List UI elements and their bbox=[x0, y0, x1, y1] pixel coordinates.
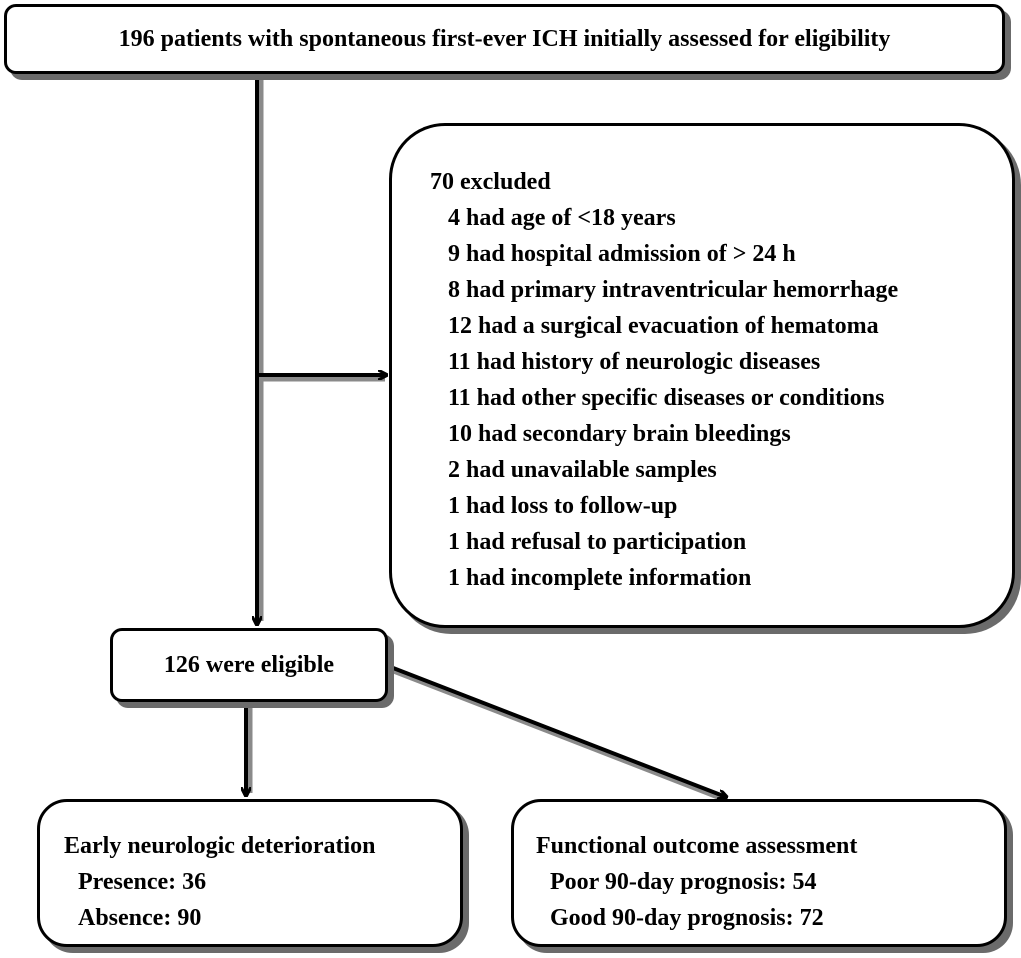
excluded-item: 11 had other specific diseases or condit… bbox=[448, 385, 885, 411]
excluded-item: 1 had refusal to participation bbox=[448, 529, 747, 555]
excluded-header: 70 excluded bbox=[430, 169, 551, 195]
excluded-item: 9 had hospital admission of > 24 h bbox=[448, 241, 796, 267]
excluded-item: 4 had age of <18 years bbox=[448, 205, 676, 231]
end-header: Early neurologic deterioration bbox=[64, 833, 376, 859]
outcome-box: Functional outcome assessment Poor 90-da… bbox=[511, 799, 1007, 947]
excluded-item: 11 had history of neurologic diseases bbox=[448, 349, 821, 375]
excluded-item: 2 had unavailable samples bbox=[448, 457, 717, 483]
excluded-item: 12 had a surgical evacuation of hematoma bbox=[448, 313, 879, 339]
excluded-item: 1 had loss to follow-up bbox=[448, 493, 678, 519]
eligible-text: 126 were eligible bbox=[163, 651, 335, 678]
end-absence: Absence: 90 bbox=[78, 905, 202, 931]
arrow-eligible-to-outcome bbox=[387, 664, 726, 797]
end-box: Early neurologic deterioration Presence:… bbox=[37, 799, 463, 947]
excluded-item: 1 had incomplete information bbox=[448, 565, 752, 591]
outcome-poor: Poor 90-day prognosis: 54 bbox=[550, 869, 817, 895]
excluded-item: 10 had secondary brain bleedings bbox=[448, 421, 791, 447]
excluded-box: 70 excluded 4 had age of <18 years 9 had… bbox=[389, 123, 1015, 628]
outcome-header: Functional outcome assessment bbox=[536, 833, 858, 859]
assessed-box: 196 patients with spontaneous first-ever… bbox=[4, 4, 1005, 74]
end-presence: Presence: 36 bbox=[78, 869, 207, 895]
outcome-good: Good 90-day prognosis: 72 bbox=[550, 905, 824, 931]
excluded-item: 8 had primary intraventricular hemorrhag… bbox=[448, 277, 899, 303]
eligible-box: 126 were eligible bbox=[110, 628, 388, 702]
assessed-text: 196 patients with spontaneous first-ever… bbox=[118, 25, 891, 52]
